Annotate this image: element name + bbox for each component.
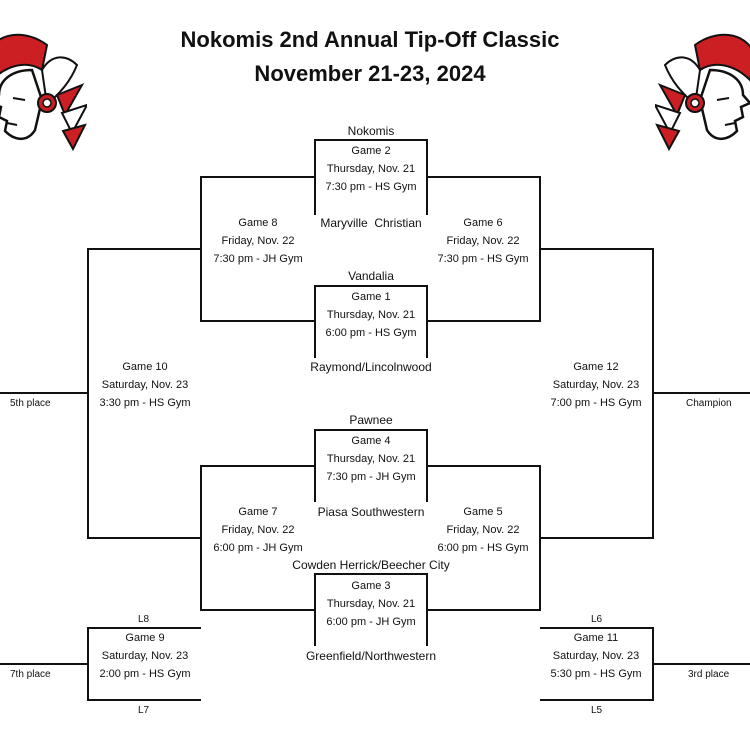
game-9-info: Game 9 Saturday, Nov. 23 2:00 pm - HS Gy… <box>99 629 190 683</box>
game-time: 6:00 pm - JH Gym <box>326 616 416 628</box>
game-8-info: Game 8 Friday, Nov. 22 7:30 pm - JH Gym <box>213 214 302 268</box>
page-subtitle: November 21-23, 2024 <box>254 61 486 86</box>
game-day: Thursday, Nov. 21 <box>326 163 416 175</box>
game-day: Friday, Nov. 22 <box>446 235 520 247</box>
game-name: Game 9 <box>125 632 165 644</box>
game-name: Game 3 <box>351 580 391 592</box>
game-time: 2:00 pm - HS Gym <box>99 668 191 680</box>
game-2-info: Game 2 Thursday, Nov. 21 7:30 pm - HS Gy… <box>325 142 416 196</box>
left-logo-icon <box>0 33 87 152</box>
game-day: Friday, Nov. 22 <box>446 524 520 536</box>
game-day: Saturday, Nov. 23 <box>101 379 189 391</box>
game-day: Saturday, Nov. 23 <box>552 379 640 391</box>
team-pawnee: Pawnee <box>349 413 393 427</box>
game-day: Friday, Nov. 22 <box>221 524 295 536</box>
game-6-info: Game 6 Friday, Nov. 22 7:30 pm - HS Gym <box>437 214 528 268</box>
game-name: Game 2 <box>351 145 391 157</box>
game-day: Saturday, Nov. 23 <box>101 650 189 662</box>
fifth-place-label: 5th place <box>10 398 51 409</box>
game-time: 5:30 pm - HS Gym <box>550 668 642 680</box>
game-day: Saturday, Nov. 23 <box>552 650 640 662</box>
third-place-label: 3rd place <box>688 669 730 680</box>
game-name: Game 10 <box>122 361 168 373</box>
game-5-info: Game 5 Friday, Nov. 22 6:00 pm - HS Gym <box>437 503 528 557</box>
game-4-info: Game 4 Thursday, Nov. 21 7:30 pm - JH Gy… <box>326 432 415 486</box>
game-name: Game 5 <box>463 506 503 518</box>
game-name: Game 1 <box>351 291 391 303</box>
game-day: Thursday, Nov. 21 <box>326 453 416 465</box>
game-name: Game 7 <box>238 506 278 518</box>
team-raymond: Raymond/Lincolnwood <box>310 360 432 374</box>
game-name: Game 4 <box>351 435 391 447</box>
game-11-info: Game 11 Saturday, Nov. 23 5:30 pm - HS G… <box>550 629 641 683</box>
seventh-place-label: 7th place <box>10 669 51 680</box>
team-greenfield: Greenfield/Northwestern <box>305 649 437 663</box>
game-12-info: Game 12 Saturday, Nov. 23 7:00 pm - HS G… <box>550 358 641 412</box>
team-piasa: Piasa Southwestern <box>317 505 425 519</box>
game-name: Game 8 <box>238 217 278 229</box>
game-time: 7:30 pm - JH Gym <box>213 253 303 265</box>
game-day: Thursday, Nov. 21 <box>326 309 416 321</box>
loser-label-l8: L8 <box>138 614 150 625</box>
loser-label-l7: L7 <box>138 705 150 716</box>
page-title: Nokomis 2nd Annual Tip-Off Classic <box>180 27 560 52</box>
loser-label-l6: L6 <box>591 614 603 625</box>
team-nokomis: Nokomis <box>347 124 395 138</box>
game-1-info: Game 1 Thursday, Nov. 21 6:00 pm - HS Gy… <box>325 288 416 342</box>
game-time: 7:30 pm - JH Gym <box>326 471 416 483</box>
team-maryville: Maryville Christian <box>320 216 422 230</box>
team-vandalia: Vandalia <box>348 269 394 283</box>
game-name: Game 6 <box>463 217 503 229</box>
game-time: 7:30 pm - HS Gym <box>437 253 529 265</box>
game-name: Game 11 <box>573 632 619 644</box>
game-time: 3:30 pm - HS Gym <box>99 397 191 409</box>
game-day: Friday, Nov. 22 <box>221 235 295 247</box>
game-day: Thursday, Nov. 21 <box>326 598 416 610</box>
champion-label: Champion <box>686 398 732 409</box>
game-time: 7:30 pm - HS Gym <box>325 181 417 193</box>
right-logo-icon <box>655 33 750 152</box>
game-time: 6:00 pm - JH Gym <box>213 542 303 554</box>
game-time: 6:00 pm - HS Gym <box>437 542 529 554</box>
game-time: 6:00 pm - HS Gym <box>325 327 417 339</box>
game-time: 7:00 pm - HS Gym <box>550 397 642 409</box>
game-10-info: Game 10 Saturday, Nov. 23 3:30 pm - HS G… <box>99 358 190 412</box>
game-name: Game 12 <box>573 361 619 373</box>
loser-label-l5: L5 <box>591 705 603 716</box>
game-3-info: Game 3 Thursday, Nov. 21 6:00 pm - JH Gy… <box>326 577 415 631</box>
team-cowden: Cowden Herrick/Beecher City <box>292 558 450 572</box>
game-7-info: Game 7 Friday, Nov. 22 6:00 pm - JH Gym <box>213 503 302 557</box>
